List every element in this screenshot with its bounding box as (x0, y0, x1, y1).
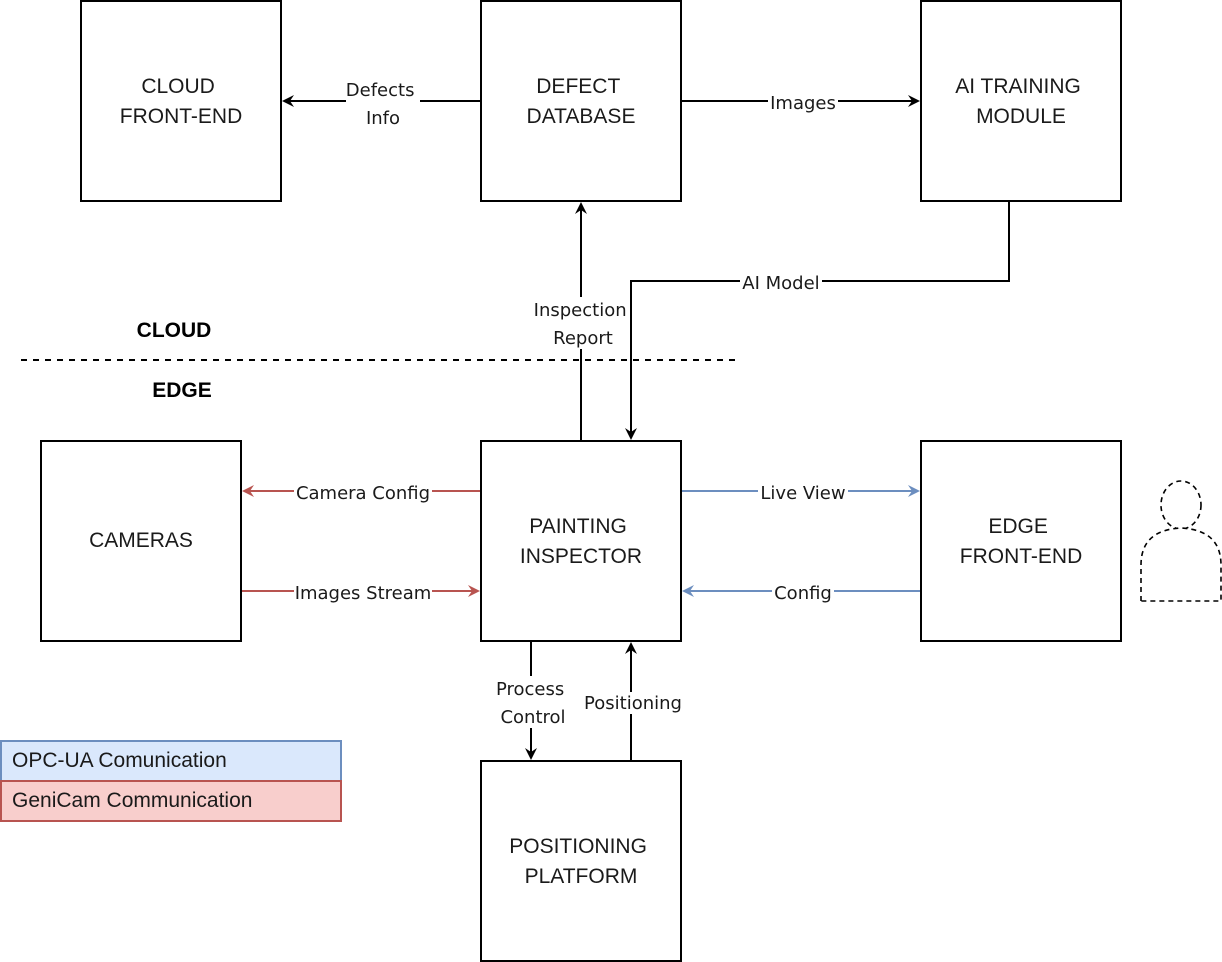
cameras-label: CAMERAS (89, 529, 193, 552)
positioning-platform-box: POSITIONING PLATFORM (480, 760, 682, 962)
inspection-report-label: Inspection Report (534, 300, 633, 349)
positioning-platform-label: POSITIONING PLATFORM (509, 835, 653, 888)
camera-config-label: Camera Config (296, 483, 430, 504)
ai-model-connector (625, 201, 1010, 440)
legend-genicam-label: GeniCam Communication (12, 789, 252, 812)
ai-training-module-box: AI TRAINING MODULE (920, 0, 1122, 202)
live-view-label: Live View (760, 483, 845, 504)
legend-opcua: OPC-UA Comunication (0, 740, 342, 782)
images-stream-label: Images Stream (295, 583, 432, 604)
edge-frontend-label: EDGE FRONT-END (960, 515, 1083, 568)
edge-zone-label: EDGE (152, 379, 212, 402)
legend: OPC-UA Comunication GeniCam Communicatio… (0, 740, 342, 822)
cloud-frontend-box: CLOUD FRONT-END (80, 0, 282, 202)
cloud-zone-label: CLOUD (137, 319, 212, 342)
images-label: Images (770, 93, 836, 114)
defect-database-label: DEFECT DATABASE (527, 75, 636, 128)
ai-model-label: AI Model (742, 273, 819, 294)
painting-inspector-label: PAINTING INSPECTOR (520, 515, 642, 568)
ai-training-module-label: AI TRAINING MODULE (955, 75, 1086, 128)
defects-info-label: Defects Info (346, 80, 420, 129)
cameras-box: CAMERAS (40, 440, 242, 642)
config-label: Config (774, 583, 832, 604)
user-icon (1140, 480, 1222, 602)
legend-opcua-label: OPC-UA Comunication (12, 749, 227, 772)
painting-inspector-box: PAINTING INSPECTOR (480, 440, 682, 642)
defect-database-box: DEFECT DATABASE (480, 0, 682, 202)
cloud-frontend-label: CLOUD FRONT-END (120, 75, 243, 128)
positioning-label: Positioning (584, 693, 682, 714)
edge-frontend-box: EDGE FRONT-END (920, 440, 1122, 642)
legend-genicam: GeniCam Communication (0, 780, 342, 822)
process-control-label: Process Control (496, 679, 570, 728)
